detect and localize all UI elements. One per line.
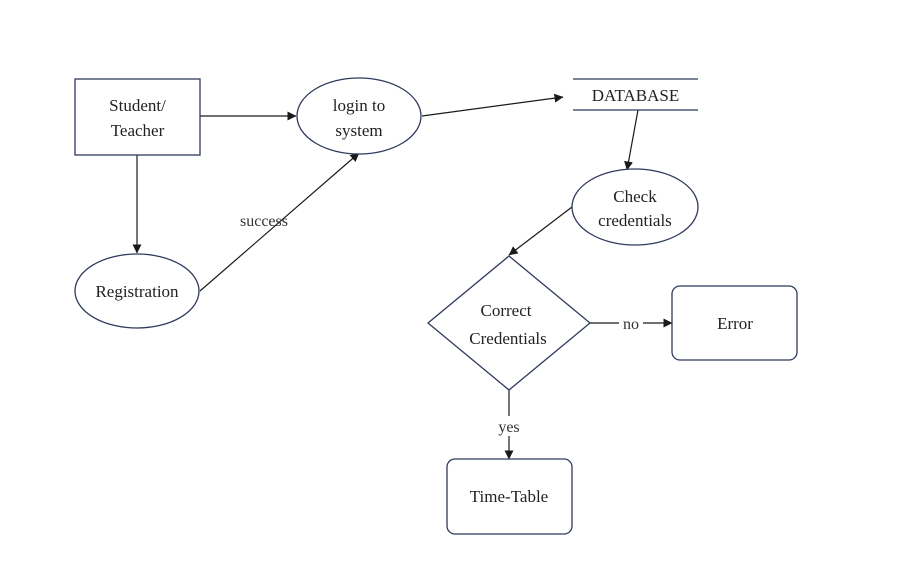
edge-database-to-check bbox=[624, 109, 639, 171]
node-check-credentials: Check credentials bbox=[571, 168, 699, 246]
node-login-line1: login to bbox=[333, 96, 385, 115]
edge-login-to-database bbox=[421, 93, 564, 117]
node-login-to-system: login to system bbox=[296, 77, 422, 155]
node-database-label: DATABASE bbox=[592, 86, 679, 105]
node-check-line1: Check bbox=[613, 187, 657, 206]
edge-label-no: no bbox=[623, 316, 639, 333]
node-database: DATABASE bbox=[573, 78, 698, 111]
edge-check-to-decision bbox=[508, 206, 573, 256]
node-time-table: Time-Table bbox=[446, 458, 573, 535]
node-registration: Registration bbox=[74, 253, 200, 329]
edge-label-success: success bbox=[240, 213, 288, 230]
edge-registration-to-login bbox=[199, 152, 360, 292]
edge-label-yes: yes bbox=[498, 419, 519, 436]
node-student-teacher-line2: Teacher bbox=[111, 121, 165, 140]
node-correct-credentials-decision: Correct Credentials bbox=[426, 255, 592, 391]
node-decision-line1: Correct bbox=[481, 301, 532, 320]
node-error-label: Error bbox=[717, 314, 753, 333]
node-check-line2: credentials bbox=[598, 211, 672, 230]
node-error: Error bbox=[671, 285, 798, 361]
node-decision-line2: Credentials bbox=[469, 329, 546, 348]
node-student-teacher-line1: Student/ bbox=[109, 96, 166, 115]
node-student-teacher: Student/ Teacher bbox=[74, 78, 201, 156]
node-time-table-label: Time-Table bbox=[470, 487, 548, 506]
node-registration-label: Registration bbox=[95, 282, 179, 301]
node-login-line2: system bbox=[335, 121, 382, 140]
